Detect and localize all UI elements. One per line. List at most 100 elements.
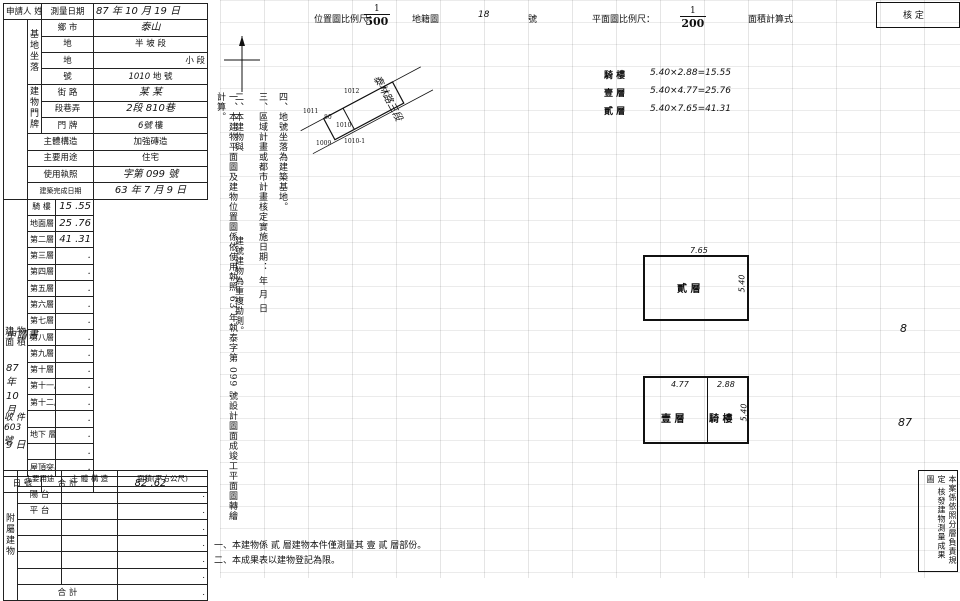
floor-label: 第十層 xyxy=(27,361,56,379)
annex-usage xyxy=(17,567,62,586)
annex-area-value: . xyxy=(117,551,208,569)
floor-row: 第七層. xyxy=(4,312,208,330)
floor1-arcade-label: 騎 樓 xyxy=(709,414,733,425)
area-calc-label: 面積計算式 xyxy=(748,15,794,25)
plan-scale-den: 200 xyxy=(681,17,705,30)
annex-usage: 陽 台 xyxy=(17,486,62,504)
survey-date-label: 測量日期 xyxy=(40,2,95,21)
town-value: 泰山 xyxy=(93,19,209,37)
north-arrow-icon xyxy=(224,36,260,92)
section-label-cell: 地 xyxy=(40,35,95,53)
lot-number-1010: 1010 xyxy=(336,122,352,129)
annex-structure xyxy=(61,551,118,569)
right-mark-1: 8 xyxy=(900,322,907,335)
annex-structure xyxy=(61,567,118,586)
floor-row: . xyxy=(4,410,208,428)
lot-number-1010-1: 1010-1 xyxy=(344,138,366,145)
floor-label: 地下 層 xyxy=(27,426,56,445)
floor2-width: 7.65 xyxy=(690,246,708,255)
floor-row: 第八層. xyxy=(4,328,208,347)
floor-area-value: 15 .55 xyxy=(54,198,95,216)
plan-scale-fraction: 1 200 xyxy=(680,6,706,30)
lot-number-80: 80 xyxy=(324,114,332,121)
town-label: 鄉 市 xyxy=(40,19,95,37)
floor-label: 第三層 xyxy=(27,247,56,265)
right-mark-2: 87 xyxy=(898,416,912,429)
annex-structure xyxy=(61,502,118,520)
floor-suffix: 樓 xyxy=(154,120,164,131)
bottom-note-2: 二、本成果表以建物登記為限。 xyxy=(214,556,341,566)
stamp-label: 核 定 xyxy=(903,11,924,21)
survey-sheet: 申請人 姓 名 測量日期 87 年 10 月 19 日 基 地 坐 落 鄉 市 … xyxy=(3,0,960,601)
annex-total-value: . xyxy=(117,584,208,601)
map-sheet-suffix: 號 xyxy=(528,15,538,25)
floor1-width-b: 2.88 xyxy=(717,380,735,389)
section-value: 半 坡 xyxy=(135,39,155,50)
floor-area-value: . xyxy=(54,328,95,347)
floor-row: . xyxy=(4,443,208,461)
floor-row: 地下 層. xyxy=(4,426,208,445)
floor1-depth: 5.40 xyxy=(739,403,749,422)
annex-row: . xyxy=(4,518,208,537)
floor-label: 第七層 xyxy=(27,312,56,330)
floor-label: 第十二層 xyxy=(27,394,56,412)
number-cell: 6號 樓 xyxy=(93,117,209,135)
annex-total-label: 合 計 xyxy=(17,584,118,601)
floor1-divider xyxy=(707,378,708,442)
note-4: 四、地號坐落為建築基地。 xyxy=(277,92,287,212)
street-value: 某 某 xyxy=(93,84,209,102)
note-5: 建號建物為重複勘測。 xyxy=(233,236,243,336)
annex-area-value: . xyxy=(117,502,208,520)
area-group-label: 建 物 面 積 xyxy=(3,198,28,477)
annex-row: 平 台. xyxy=(4,502,208,520)
side-day: 9 日 xyxy=(6,440,26,451)
location-scale-label: 位置圖比例尺： xyxy=(314,15,378,25)
annex-total-row: 合 計. xyxy=(4,584,208,601)
annex-area-value: . xyxy=(117,535,208,553)
location-scale-den: 500 xyxy=(365,15,389,28)
floor-row: 第十一層. xyxy=(4,377,208,396)
side-receipt-no: 收 件 603 號 xyxy=(4,413,25,446)
note-2: 二、本建物與 xyxy=(233,92,243,152)
form-row-town: 基 地 坐 落 鄉 市 泰山 xyxy=(3,19,209,200)
plan-scale-num: 1 xyxy=(680,6,706,17)
floor-area-value: . xyxy=(54,247,95,265)
floor-row: 第十二層. xyxy=(4,394,208,412)
annex-row: . xyxy=(4,567,208,586)
floor-label: 第十一層 xyxy=(27,377,56,396)
floor2-label: 貳 層 xyxy=(677,284,701,295)
floor1-width-a: 4.77 xyxy=(671,380,689,389)
lot-number-1011: 1011 xyxy=(303,108,319,115)
building-info-form: 申請人 姓 名 測量日期 87 年 10 月 19 日 基 地 坐 落 鄉 市 … xyxy=(3,2,209,493)
calc-formula-3: 5.40×7.65=41.31 xyxy=(650,104,731,114)
annex-group-label: 附 屬 建 物 xyxy=(3,469,18,601)
floor-label: 第五層 xyxy=(27,280,56,298)
floor1-plan-box: 4.77 2.88 壹 層 騎 樓 5.40 xyxy=(643,376,749,444)
annex-area-value: . xyxy=(117,486,208,504)
floor-area-value: . xyxy=(54,394,95,412)
floor-label: 騎 樓 xyxy=(27,198,56,216)
calc-formula-1: 5.40×2.88=15.55 xyxy=(650,68,731,78)
subsection-label: 小 段 xyxy=(93,51,209,70)
calc-label-1: 騎 樓 xyxy=(604,71,626,81)
floor-row: 第四層. xyxy=(4,263,208,282)
permit-label: 使用執照 xyxy=(26,165,95,184)
location-plot xyxy=(300,66,434,155)
floor-area-value: . xyxy=(54,410,95,428)
annex-structure xyxy=(61,486,118,504)
floor-area-value: . xyxy=(54,377,95,396)
bottom-note-1: 一、本建物係 貳 層建物本件僅測量其 壹 貳 層部份。 xyxy=(214,541,427,551)
floor-label: 地面層 xyxy=(27,214,56,233)
annex-row: . xyxy=(4,535,208,553)
section-label: 段 xyxy=(157,39,166,50)
side-apply-label: 申請書 xyxy=(6,330,39,341)
lane-value: 2段 810巷 xyxy=(93,100,209,119)
completion-value: 63 年 7 月 9 日 xyxy=(93,182,209,200)
calc-label-2: 壹 層 xyxy=(604,89,626,99)
annex-structure xyxy=(61,535,118,553)
floor-row: 第九層. xyxy=(4,345,208,363)
lot-label: 地 號 xyxy=(152,71,173,82)
lot-value: 1010 xyxy=(128,71,151,82)
